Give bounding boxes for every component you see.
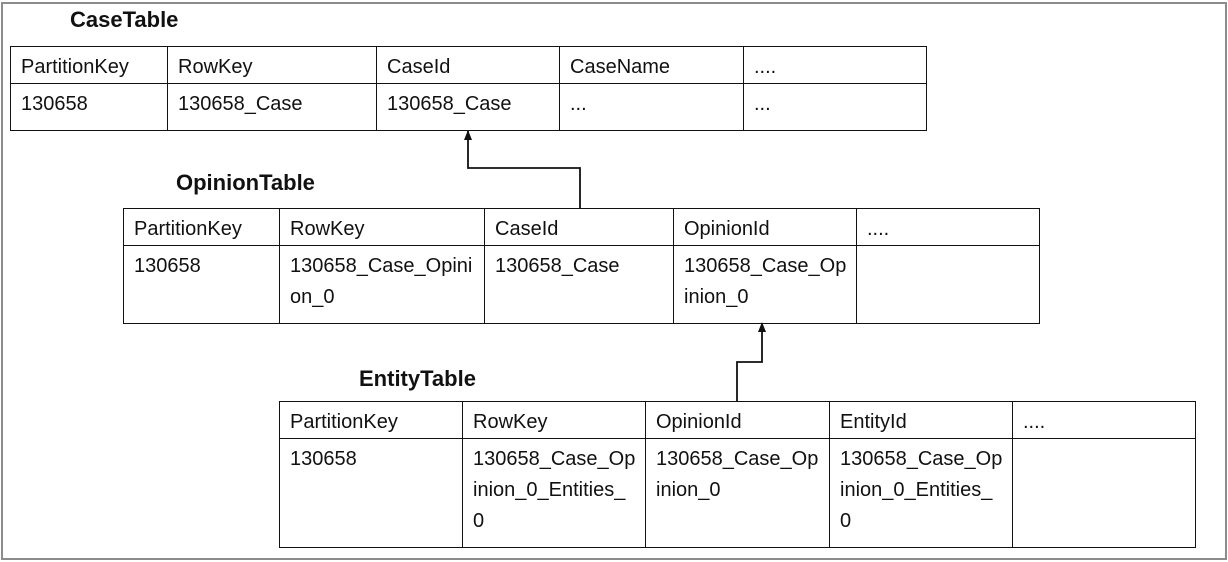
opinion-table-header-cell: CaseId [484,208,674,246]
entity-table-row: 130658 130658_Case_Opinion_0_Entities_0 … [279,438,1196,548]
opinion-table-cell: 130658 [123,245,280,324]
entity-table-header-cell: OpinionId [645,401,830,439]
case-table-header-cell: PartitionKey [10,46,168,84]
case-table-cell: 130658_Case [167,83,377,131]
opinion-table-header-cell: RowKey [279,208,485,246]
opinion-table-header-cell: PartitionKey [123,208,280,246]
entity-table: PartitionKey RowKey OpinionId EntityId .… [279,401,1196,548]
opinion-table-header-row: PartitionKey RowKey CaseId OpinionId ...… [123,208,1040,246]
opinion-table-cell: 130658_Case_Opinion_0 [279,245,485,324]
entity-table-cell [1012,438,1196,548]
opinion-table-row: 130658 130658_Case_Opinion_0 130658_Case… [123,245,1040,324]
entity-table-cell: 130658_Case_Opinion_0 [645,438,830,548]
entity-table-cell: 130658 [279,438,463,548]
case-table-row: 130658 130658_Case 130658_Case ... ... [10,83,927,131]
entity-table-title: EntityTable [359,366,476,391]
opinion-table-cell [856,245,1040,324]
opinion-table-title: OpinionTable [176,170,315,195]
entity-table-header-cell: PartitionKey [279,401,463,439]
case-table-cell: 130658_Case [376,83,560,131]
case-table: PartitionKey RowKey CaseId CaseName ....… [10,46,927,131]
entity-table-cell: 130658_Case_Opinion_0_Entities_0 [829,438,1013,548]
entity-table-header-row: PartitionKey RowKey OpinionId EntityId .… [279,401,1196,439]
case-table-cell: ... [743,83,927,131]
case-table-cell: ... [559,83,744,131]
opinion-table-cell: 130658_Case [484,245,674,324]
case-table-header-row: PartitionKey RowKey CaseId CaseName .... [10,46,927,84]
case-id-foreign-key-arrow [464,130,581,208]
case-table-title: CaseTable [70,7,179,32]
entity-table-header-cell: .... [1012,401,1196,439]
entity-table-header-cell: EntityId [829,401,1013,439]
opinion-id-foreign-key-arrow [736,322,766,401]
opinion-table: PartitionKey RowKey CaseId OpinionId ...… [123,208,1040,324]
